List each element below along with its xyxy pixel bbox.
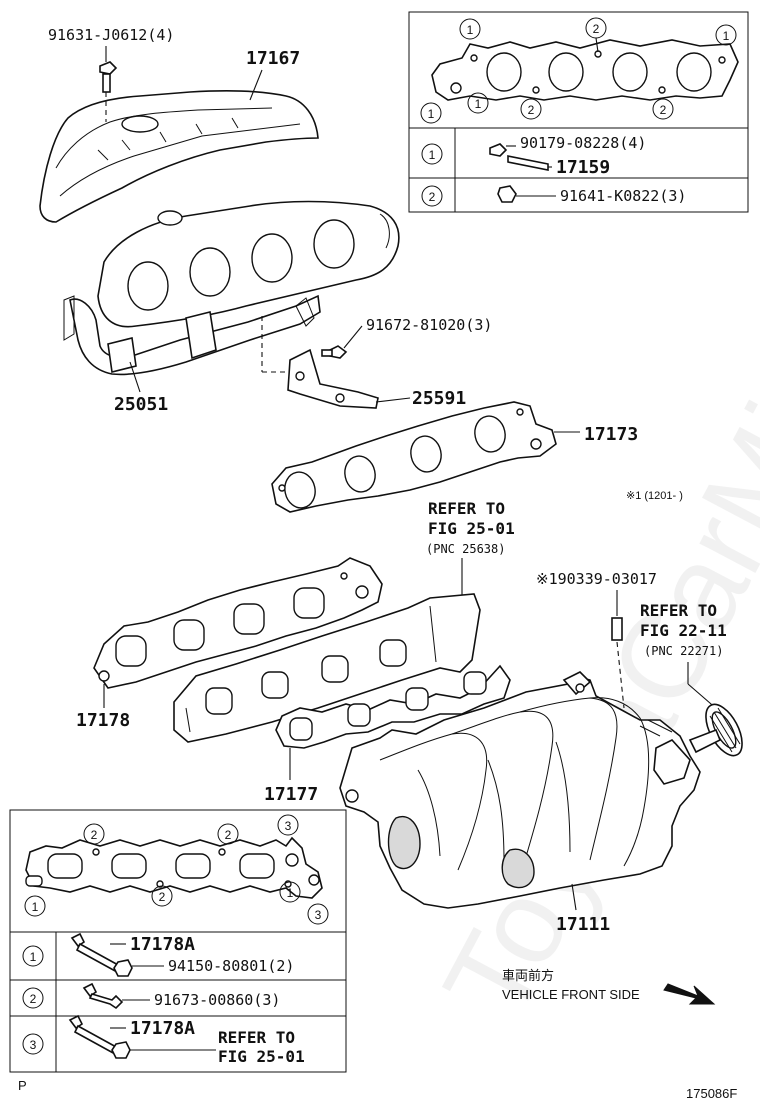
intake-gasket-17178 bbox=[93, 557, 383, 689]
label-90339: ※190339-03017 bbox=[536, 570, 657, 588]
svg-text:1: 1 bbox=[287, 886, 294, 900]
svg-text:(PNC 22271): (PNC 22271) bbox=[644, 644, 723, 658]
svg-text:1: 1 bbox=[467, 23, 474, 37]
intake-gasket-17177 bbox=[275, 664, 511, 749]
svg-text:94150-80801(2): 94150-80801(2) bbox=[168, 957, 294, 975]
top-fastener-table: 1 2 1 1 1 2 2 1 bbox=[408, 11, 749, 213]
svg-text:2: 2 bbox=[91, 828, 98, 842]
svg-text:1: 1 bbox=[429, 148, 436, 162]
svg-text:1: 1 bbox=[723, 29, 730, 43]
bottom-gasket-callout-1b: 1 bbox=[279, 881, 301, 903]
svg-text:2: 2 bbox=[30, 992, 37, 1006]
front-arrow-icon bbox=[663, 983, 716, 1005]
svg-text:91673-00860(3): 91673-00860(3) bbox=[154, 991, 280, 1009]
svg-text:1: 1 bbox=[32, 900, 39, 914]
svg-text:17159: 17159 bbox=[556, 157, 610, 178]
svg-text:91641-K0822(3): 91641-K0822(3) bbox=[560, 187, 686, 205]
top-gasket-callout-2a: 2 bbox=[585, 17, 607, 53]
label-25591: 25591 bbox=[412, 388, 466, 409]
svg-text:2: 2 bbox=[429, 190, 436, 204]
heat-insulator-17167 bbox=[39, 90, 319, 223]
note-1: ※1 (1201- ) bbox=[626, 490, 683, 502]
svg-text:REFER TO: REFER TO bbox=[640, 601, 717, 620]
refer-fig-25-01: REFER TO FIG 25-01 (PNC 25638) bbox=[426, 499, 515, 598]
exhaust-manifold-25051 bbox=[63, 200, 400, 376]
top-gasket-callout-1a: 1 bbox=[459, 18, 481, 40]
bottom-row-1: 1 17178A 94150-80801(2) bbox=[22, 932, 294, 977]
bottom-gasket-callout-2a: 2 bbox=[83, 823, 105, 845]
svg-text:2: 2 bbox=[159, 890, 166, 904]
svg-text:1: 1 bbox=[475, 97, 482, 111]
svg-text:2: 2 bbox=[528, 103, 535, 117]
label-91631: 91631-J0612(4) bbox=[48, 26, 174, 44]
label-17177: 17177 bbox=[264, 784, 318, 805]
svg-text:90179-08228(4): 90179-08228(4) bbox=[520, 134, 646, 152]
figure-id: 175086F bbox=[686, 1086, 737, 1101]
svg-text:3: 3 bbox=[315, 908, 322, 922]
intake-spacer bbox=[173, 593, 481, 743]
svg-text:2: 2 bbox=[225, 828, 232, 842]
svg-text:2: 2 bbox=[660, 103, 667, 117]
svg-text:REFER TO: REFER TO bbox=[428, 499, 505, 518]
svg-text:17178A: 17178A bbox=[130, 934, 195, 955]
top-gasket-callout-2c: 2 bbox=[652, 98, 674, 120]
label-91672: 91672-81020(3) bbox=[366, 316, 492, 334]
svg-text:1: 1 bbox=[428, 107, 435, 121]
top-gasket-callout-2b: 2 bbox=[520, 98, 542, 120]
bottom-gasket-callout-1a: 1 bbox=[24, 895, 46, 917]
top-gasket-callout-1b: 1 bbox=[715, 24, 737, 46]
corner-p: P bbox=[18, 1078, 27, 1093]
bottom-gasket-drawing bbox=[25, 836, 323, 899]
svg-text:1: 1 bbox=[30, 950, 37, 964]
stud-90339 bbox=[611, 590, 625, 709]
bottom-gasket-callout-3b: 3 bbox=[307, 903, 329, 925]
bottom-gasket-callout-2b: 2 bbox=[217, 823, 239, 845]
top-gasket-callout-1d: 1 bbox=[467, 92, 489, 114]
svg-text:17178A: 17178A bbox=[130, 1018, 195, 1039]
svg-text:REFER TO: REFER TO bbox=[218, 1028, 295, 1047]
bottom-row-2: 2 91673-00860(3) bbox=[22, 982, 280, 1010]
label-17111: 17111 bbox=[556, 914, 610, 935]
top-gasket-callout-1c: 1 bbox=[420, 102, 442, 124]
vehicle-front-indicator: 車両前方 VEHICLE FRONT SIDE bbox=[502, 968, 716, 1005]
bolt-91631 bbox=[99, 61, 118, 122]
top-row-2: 2 91641-K0822(3) bbox=[421, 185, 686, 207]
bottom-row-3: 3 17178A REFER TO FIG 25-01 bbox=[22, 1014, 305, 1066]
bracket-25591 bbox=[287, 348, 379, 409]
svg-text:3: 3 bbox=[285, 819, 292, 833]
intake-manifold-17111 bbox=[339, 671, 722, 909]
bottom-fastener-table: 2 2 3 1 2 1 3 1 bbox=[9, 809, 347, 1073]
refer-fig-22-11: REFER TO FIG 22-11 (PNC 22271) bbox=[640, 601, 727, 711]
label-17167: 17167 bbox=[246, 48, 300, 69]
exhaust-gasket-17173 bbox=[271, 401, 557, 513]
exhaust-gasket-drawing bbox=[431, 39, 739, 101]
label-17178: 17178 bbox=[76, 710, 130, 731]
svg-text:VEHICLE FRONT SIDE: VEHICLE FRONT SIDE bbox=[502, 987, 640, 1002]
label-25051: 25051 bbox=[114, 394, 168, 415]
top-row-1: 1 90179-08228(4) 17159 bbox=[421, 134, 646, 178]
svg-text:FIG 22-11: FIG 22-11 bbox=[640, 621, 727, 640]
svg-text:3: 3 bbox=[30, 1038, 37, 1052]
bottom-gasket-callout-3a: 3 bbox=[277, 814, 299, 836]
svg-text:(PNC 25638): (PNC 25638) bbox=[426, 542, 505, 556]
svg-text:2: 2 bbox=[593, 22, 600, 36]
svg-text:FIG 25-01: FIG 25-01 bbox=[428, 519, 515, 538]
label-17173: 17173 bbox=[584, 424, 638, 445]
svg-text:車両前方: 車両前方 bbox=[502, 968, 554, 983]
bolt-91672 bbox=[321, 345, 348, 359]
bottom-gasket-callout-2c: 2 bbox=[151, 885, 173, 907]
svg-text:FIG 25-01: FIG 25-01 bbox=[218, 1047, 305, 1066]
